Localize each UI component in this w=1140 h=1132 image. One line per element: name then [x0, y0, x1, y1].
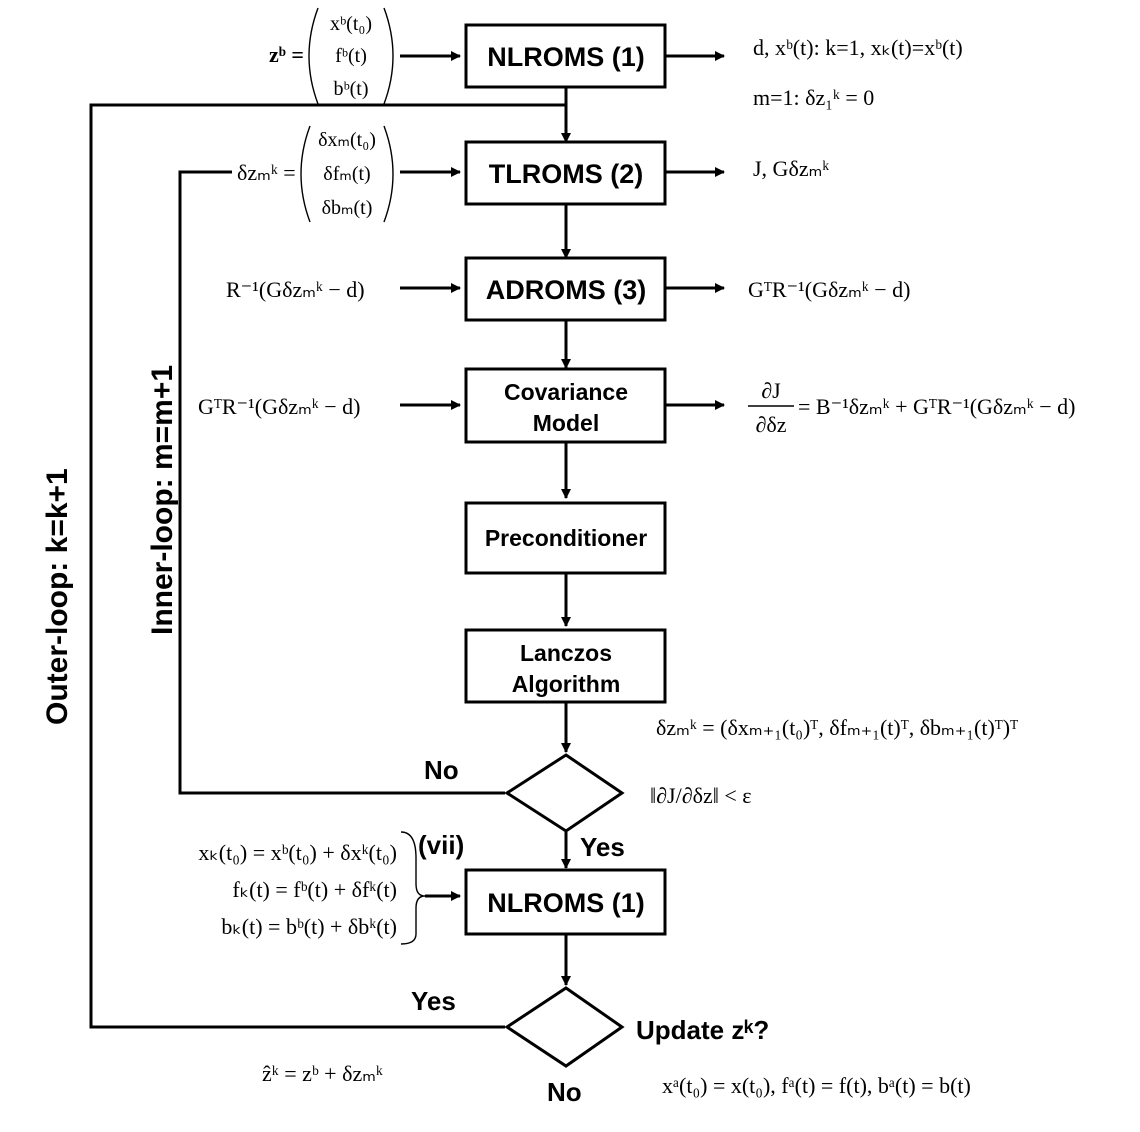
tlroms-output: J, Gδzₘᵏ	[753, 156, 829, 181]
zb-vector: zᵇ = xᵇ(t₀) fᵇ(t) bᵇ(t)	[269, 7, 394, 105]
gradient-numerator: ∂J	[761, 378, 781, 403]
update-question: Update zᵏ?	[636, 1015, 769, 1045]
box-nlroms-top: NLROMS (1)	[464, 23, 667, 89]
decision1-no-label: No	[424, 755, 459, 785]
adroms-label: ADROMS (3)	[486, 275, 647, 305]
adroms-output: GᵀR⁻¹(Gδzₘᵏ − d)	[748, 277, 910, 302]
update-eq-2: fₖ(t) = fᵇ(t) + δfᵏ(t)	[232, 877, 397, 902]
nlroms-bottom-label: NLROMS (1)	[487, 888, 645, 918]
zhat-equation: ẑᵏ = zᵇ + δzₘᵏ	[262, 1061, 383, 1086]
dz-vec-3: δbₘ(t)	[322, 197, 373, 219]
inner-loop-label: Inner-loop: m=m+1	[146, 365, 179, 635]
decision1-yes-label: Yes	[580, 832, 625, 862]
box-adroms: ADROMS (3)	[464, 256, 667, 322]
covariance-label-2: Model	[533, 410, 599, 436]
update-eq-1: xₖ(t₀) = xᵇ(t₀) + δxᵏ(t₀)	[198, 840, 397, 865]
inner-loop-line	[178, 170, 505, 795]
convergence-condition: ‖∂J/∂δz‖ < ε	[650, 783, 752, 808]
lanczos-label-1: Lanczos	[520, 640, 612, 666]
tlroms-label: TLROMS (2)	[489, 159, 644, 189]
covariance-label-1: Covariance	[504, 379, 628, 405]
box-tlroms: TLROMS (2)	[464, 140, 667, 206]
lanczos-output: δzₘᵏ = (δxₘ₊₁(t₀)ᵀ, δfₘ₊₁(t)ᵀ, δbₘ₊₁(t)ᵀ…	[656, 715, 1018, 740]
connectors	[89, 51, 725, 1029]
box-lanczos: Lanczos Algorithm	[464, 628, 667, 704]
covariance-input: GᵀR⁻¹(Gδzₘᵏ − d)	[198, 394, 360, 419]
box-covariance: Covariance Model	[464, 367, 667, 444]
update-equations: xₖ(t₀) = xᵇ(t₀) + δxᵏ(t₀) fₖ(t) = fᵇ(t) …	[198, 830, 464, 945]
zb-lhs: zᵇ =	[269, 42, 304, 67]
gradient-equation: ∂J ∂δz = B⁻¹δzₘᵏ + GᵀR⁻¹(Gδzₘᵏ − d)	[748, 378, 1075, 437]
final-analysis: xᵃ(t₀) = x(t₀), fᵃ(t) = f(t), bᵃ(t) = b(…	[662, 1073, 971, 1098]
dz-lhs: δzₘᵏ =	[237, 160, 296, 185]
decision2-no-label: No	[547, 1077, 582, 1107]
box-nlroms-bottom: NLROMS (1)	[464, 868, 667, 936]
update-tag: (vii)	[418, 830, 464, 860]
dz-vector: δzₘᵏ = δxₘ(t₀) δfₘ(t) δbₘ(t)	[237, 125, 394, 223]
dz-vec-2: δfₘ(t)	[323, 163, 370, 185]
nlroms-top-label: NLROMS (1)	[487, 42, 645, 72]
nlroms-output-1: d, xᵇ(t): k=1, xₖ(t)=xᵇ(t)	[753, 35, 963, 60]
lanczos-label-2: Algorithm	[512, 671, 621, 697]
outer-loop-label: Outer-loop: k=k+1	[41, 468, 74, 725]
decision-convergence	[504, 753, 625, 833]
dz-vec-1: δxₘ(t₀)	[318, 129, 376, 151]
preconditioner-label: Preconditioner	[485, 525, 647, 551]
zb-vec-2: fᵇ(t)	[335, 45, 367, 67]
gradient-rhs: = B⁻¹δzₘᵏ + GᵀR⁻¹(Gδzₘᵏ − d)	[798, 394, 1075, 419]
adroms-input: R⁻¹(Gδzₘᵏ − d)	[226, 277, 365, 302]
zb-vec-3: bᵇ(t)	[333, 78, 368, 100]
decision-update	[504, 986, 625, 1068]
update-eq-3: bₖ(t) = bᵇ(t) + δbᵏ(t)	[221, 914, 397, 939]
outer-loop-line	[89, 103, 566, 1029]
zb-vec-1: xᵇ(t₀)	[330, 13, 372, 35]
box-preconditioner: Preconditioner	[464, 501, 667, 575]
gradient-denominator: ∂δz	[755, 412, 786, 437]
decision2-yes-label: Yes	[411, 986, 456, 1016]
nlroms-output-2: m=1: δz₁ᵏ = 0	[753, 85, 874, 110]
